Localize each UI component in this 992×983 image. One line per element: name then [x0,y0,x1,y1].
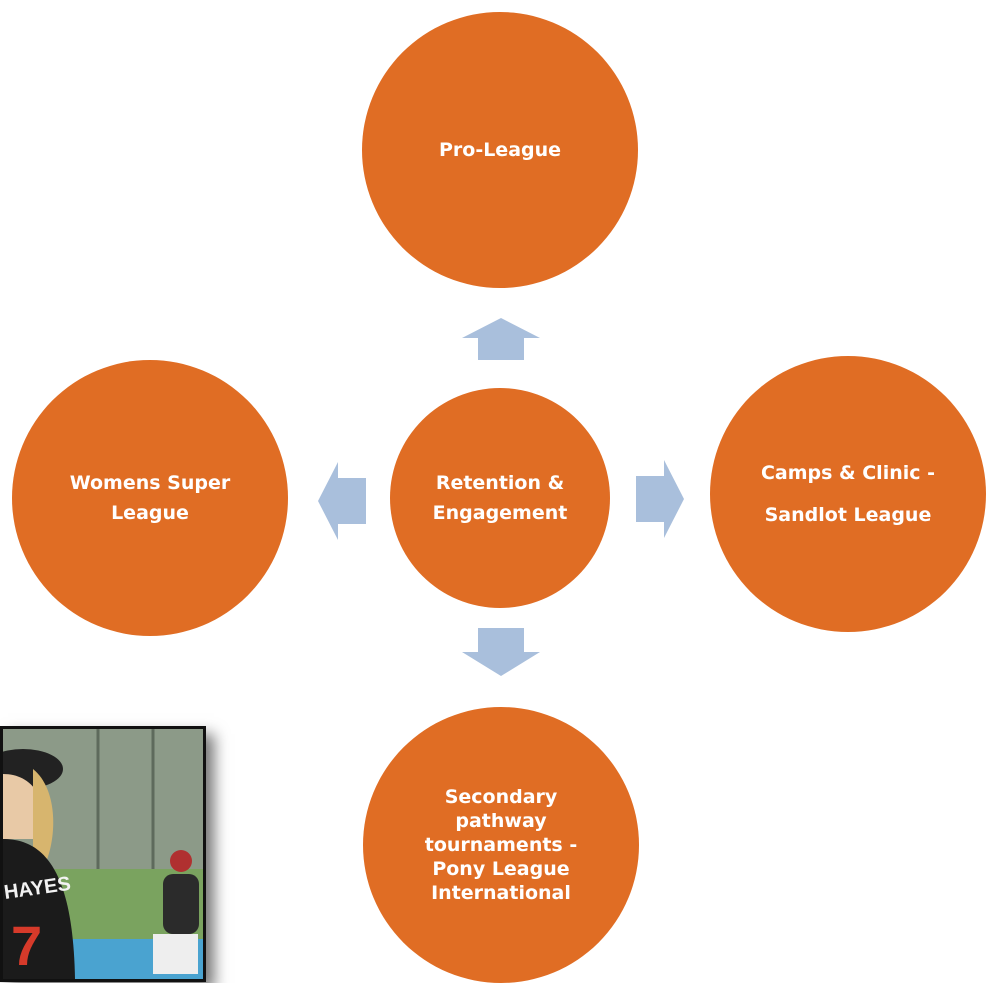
jersey-number: 7 [11,914,42,977]
arrow-up-icon [462,318,540,360]
photo-scene: HAYES 7 [3,729,203,979]
node-camps-clinic: Camps & Clinic - Sandlot League [710,356,986,632]
node-retention-engagement-label: Retention & Engagement [432,472,568,524]
softball-player-photo: HAYES 7 [0,726,206,982]
node-pro-league: Pro-League [362,12,638,288]
node-secondary-pathway-label: Secondary pathway tournaments - Pony Lea… [424,786,578,904]
node-camps-clinic-label: Camps & Clinic - Sandlot League [760,462,936,526]
arrow-right-icon [636,460,684,538]
node-womens-super-league-label: Womens Super League [69,472,231,524]
node-womens-super-league: Womens Super League [12,360,288,636]
arrow-down-icon [462,628,540,676]
arrow-left-icon [318,462,366,540]
player-hair [33,769,54,869]
node-pro-league-label: Pro-League [438,138,562,161]
player-jersey [3,839,75,979]
node-retention-engagement: Retention & Engagement [390,388,610,608]
photo-background-player [163,874,199,934]
node-secondary-pathway: Secondary pathway tournaments - Pony Lea… [363,707,639,983]
